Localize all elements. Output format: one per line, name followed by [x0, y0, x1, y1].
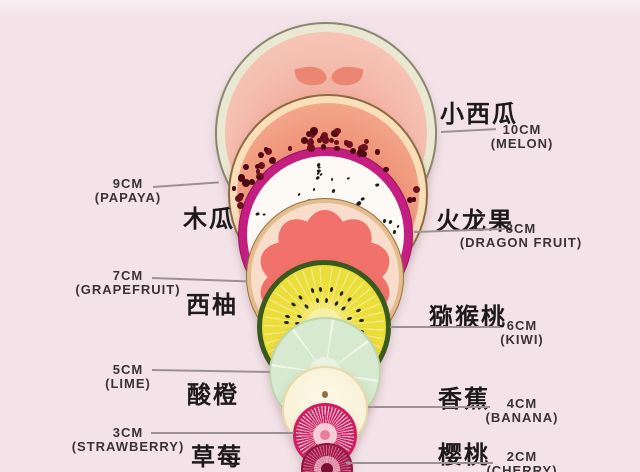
- grapefruit-label-zh: 西柚: [186, 292, 238, 319]
- melon-name-en: (MELON): [490, 136, 554, 151]
- strawberry-size-label: 3CM (STRAWBERRY): [28, 426, 228, 454]
- papaya-size-cm: 9CM: [112, 176, 144, 191]
- banana-leader-line: [368, 406, 490, 408]
- cherry-size-cm: 2CM: [506, 449, 538, 464]
- banana-core-dot: [322, 391, 328, 398]
- papaya-label-zh: 木瓜: [183, 206, 235, 233]
- dragonfruit-size-label: 8CM (DRAGON FRUIT): [441, 222, 601, 250]
- banana-label-zh: 香蕉: [438, 386, 490, 413]
- banana-size-cm: 4CM: [506, 396, 538, 411]
- kiwi-name-en: (KIWI): [500, 332, 544, 347]
- kiwi-size-label: 6CM (KIWI): [442, 319, 602, 347]
- grapefruit-size-cm: 7CM: [112, 268, 144, 283]
- strawberry-size-cm: 3CM: [112, 425, 144, 440]
- melon-label-zh: 小西瓜: [440, 101, 518, 128]
- papaya-size-label: 9CM (PAPAYA): [28, 177, 228, 205]
- kiwi-size-cm: 6CM: [506, 318, 538, 333]
- lime-size-label: 5CM (LIME): [28, 363, 228, 391]
- dragonfruit-size-cm: 8CM: [505, 221, 537, 236]
- kiwi-leader-line: [390, 326, 500, 328]
- lime-label-zh: 酸橙: [187, 382, 239, 409]
- cherry-label-zh: 樱桃: [438, 442, 490, 469]
- melon-size-cm: 10CM: [502, 122, 542, 137]
- grapefruit-name-en: (GRAPEFRUIT): [75, 282, 181, 297]
- cherry-leader-line: [346, 462, 493, 464]
- lime-name-en: (LIME): [105, 376, 151, 391]
- strawberry-leader-line: [151, 432, 294, 434]
- strawberry-label-zh: 草莓: [191, 444, 243, 471]
- lime-size-cm: 5CM: [112, 362, 144, 377]
- dragonfruit-name-en: (DRAGON FRUIT): [459, 235, 583, 250]
- cherry-pit: [321, 463, 333, 472]
- cherry-size-label: 2CM (CHERRY): [442, 450, 602, 472]
- strawberry-name-en: (STRAWBERRY): [71, 439, 185, 454]
- papaya-name-en: (PAPAYA): [94, 190, 162, 205]
- melon-size-label: 10CM (MELON): [442, 123, 602, 151]
- banana-name-en: (BANANA): [485, 410, 559, 425]
- cherry-name-en: (CHERRY): [486, 463, 558, 472]
- banana-size-label: 4CM (BANANA): [442, 397, 602, 425]
- grapefruit-size-label: 7CM (GRAPEFRUIT): [28, 269, 228, 297]
